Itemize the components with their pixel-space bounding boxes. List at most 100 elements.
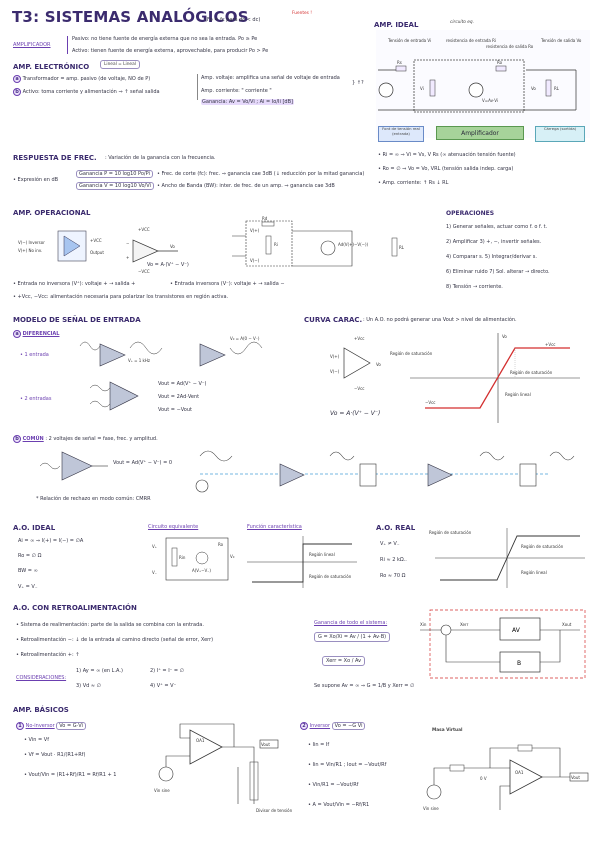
svg-text:Xerr: Xerr — [460, 622, 469, 627]
basicos-title: AMP. BÁSICOS — [13, 706, 69, 714]
svg-text:V=Av·Vi: V=Av·Vi — [482, 98, 498, 103]
inversor-gain: Vo = −G Vi — [331, 722, 366, 730]
number-2: 2 — [300, 722, 308, 730]
curva-title: CURVA CARAC. — [304, 316, 363, 324]
inv-vout: Vout — [571, 775, 580, 780]
inv-eq-2: • Iin = Vin/R1 ; Iout = −Vout/Rf — [308, 762, 387, 768]
lineal-label: Lineal = Lineal — [100, 60, 140, 70]
no-inversor-heading: 1 No-inversor Vo = G·Vi — [16, 722, 86, 730]
svg-text:Vo: Vo — [170, 244, 175, 249]
ao-ideal-sat-label: Región de saturación — [309, 574, 352, 579]
ganancia-v: Ganancia V = 10 log10 Vo/Vi — [76, 182, 154, 191]
svg-text:Vo: Vo — [502, 334, 507, 339]
modelo-eq-1: Vout = Ad(V⁺ − V⁻) — [158, 381, 207, 387]
operacional-bullet-1: • Entrada no inversora (V⁺): voltaje + →… — [13, 281, 136, 287]
svg-text:Rd: Rd — [262, 216, 268, 221]
comun-eq: Vout = Ad(V⁺ − V⁻) = 0 — [113, 460, 173, 466]
funcion-caracteristica-label: Función característica — [247, 524, 302, 530]
svg-text:Ad(V(+)−V(−)): Ad(V(+)−V(−)) — [338, 242, 369, 247]
inversor-circuit: OA1 Vin sine Vout 0 V — [423, 744, 589, 811]
operacion-4: 6) Eliminar ruido 7) Sol. alterar → dire… — [446, 269, 550, 275]
svg-text:V₀: V₀ — [230, 554, 235, 559]
ao-ideal-equivalent: V₊ V₋ Rin A(V₊−V₋) Ro V₀ — [152, 537, 235, 581]
comun-signal-chain — [195, 450, 575, 493]
svg-text:V₀ = A(0 − V⁻): V₀ = A(0 − V⁻) — [230, 336, 260, 341]
curva-formula: Vo = A·(V⁺ − V⁻) — [330, 410, 381, 417]
number-b: b — [13, 88, 21, 96]
side-corriente: Amp. corriente: " corriente " — [201, 88, 272, 94]
svg-text:0 V: 0 V — [480, 776, 487, 781]
consid-4: 4) V⁺ = V⁻ — [150, 683, 177, 689]
amplificador-pasivo: Pasivo: no tiene fuente de energía exter… — [72, 36, 258, 42]
retro-block-diagram: AV B Xerr Xin Xout — [420, 609, 586, 679]
box-fuente: Font de tensión real (entrada) — [378, 126, 424, 142]
ao-ideal-prop-4: V₊ = V₋ — [18, 584, 38, 590]
opamp-formula: Vo = A·(V⁺ − V⁻) — [147, 262, 189, 268]
side-bracket — [197, 74, 349, 100]
opamp-diagrams: V(−) Inversor V(+) No inv. +VCC Output −… — [18, 227, 178, 274]
amp-ideal-rule-3: • Amp. corriente: ↑ Rs ↓ RL — [378, 180, 449, 186]
ao-real-prop-3: Ro ≈ 70 Ω — [380, 573, 406, 579]
ganancia-sistema-formula: G = Xo/Xi = Av / (1 + Av·B) — [314, 632, 391, 643]
svg-text:Rin: Rin — [179, 555, 186, 560]
opamp-equivalent-circuit: V(+) V(−) Ri Ad(V(+)−V(−)) Rd RL — [232, 216, 405, 267]
no-inv-eq-2: • Vf = Vout · R1/(R1+Rf) — [24, 752, 86, 758]
ao-real-prop-2: Ri ≈ 2 kΩ.. — [380, 557, 407, 563]
svg-text:Output: Output — [90, 250, 104, 255]
dos-entradas: • 2 entradas — [20, 396, 52, 402]
supone-note: Se supone Av = ∞ ⇒ G = 1/B y Xerr = ∅ — [314, 683, 415, 689]
no-inv-chip-label: OA1 — [196, 738, 205, 743]
svg-text:Ri: Ri — [274, 242, 278, 247]
svg-text:A(V₊−V₋): A(V₊−V₋) — [192, 568, 211, 573]
cmrr-note: * Relación de rechazo en modo común: CMR… — [36, 496, 151, 502]
item-a-text: Transformador = amp. pasivo (de voltaje,… — [22, 76, 151, 82]
inv-eq-4: • A = Vout/Vin = −Rf/R1 — [308, 802, 370, 808]
operacion-5: 8) Tensión → corriente. — [446, 284, 503, 290]
sat-pos-label: Región de saturación — [390, 351, 433, 356]
box-amplificador: Amplificador — [436, 126, 524, 140]
ao-real-sat1: Región de saturación — [429, 530, 472, 535]
amplificador-label: AMPLIFICADOR — [13, 42, 51, 48]
svg-text:+Vcc: +Vcc — [545, 342, 556, 347]
item-b-text: Activo: toma corriente y alimentación ⇒ … — [22, 89, 160, 95]
operacion-1: 1) Generar señales, actuar como f. o f. … — [446, 224, 548, 230]
ganancia-formula: Ganancia: Av = Vo/Vi ; Ai = Io/Ii [dB] — [201, 99, 294, 106]
amp-operacional-title: AMP. OPERACIONAL — [13, 209, 91, 217]
retro-bullet-2: • Retroalimentación −: ↓ de la entrada a… — [16, 637, 214, 643]
respuesta-text: : Variación de la ganancia con la frecue… — [105, 155, 216, 161]
vcc-pos-label: +Vcc — [354, 336, 365, 341]
svg-text:−Vcc: −Vcc — [425, 400, 436, 405]
svg-text:Rs: Rs — [397, 60, 402, 65]
label-ri: resistencia de entrada Ri — [446, 38, 496, 43]
modelo-eq-2: Vout = 2Ad·Vent — [158, 394, 200, 400]
consid-3: 3) Vd ≈ ∅ — [76, 683, 102, 689]
una-entrada: • 1 entrada — [20, 352, 49, 358]
respuesta-title: RESPUESTA DE FREC. — [13, 154, 97, 162]
modelo-title: MODELO DE SEÑAL DE ENTRADA — [13, 316, 141, 324]
inv-eq-3: • Vin/R1 = −Vout/Rf — [308, 782, 359, 788]
inv-eq-1: • Iin = If — [308, 742, 330, 748]
amplificador-activo: Activo: tienen fuente de energía externa… — [72, 48, 269, 54]
operacional-bullet-3: • +Vcc, −Vcc: alimentación necesaria par… — [13, 294, 229, 300]
brace — [67, 36, 68, 54]
svg-text:V(+) No inv.: V(+) No inv. — [18, 248, 42, 253]
svg-text:V(+): V(+) — [250, 228, 260, 233]
svg-text:Vi: Vi — [420, 86, 424, 91]
amp-ideal-circuit: Tensión de entrada Vi resistencia de ent… — [376, 30, 590, 138]
sat-neg-label: Región de saturación — [510, 370, 553, 375]
svg-text:Ro: Ro — [497, 60, 503, 65]
no-inv-eq-1: • Vin = Vf — [24, 737, 49, 743]
svg-text:Vo: Vo — [376, 362, 381, 367]
amp-ideal-note: circuito eq. — [450, 20, 475, 25]
svg-text:RL: RL — [554, 86, 560, 91]
comun-opamp — [39, 451, 108, 481]
ao-ideal-prop-2: Ro = ∅ Ω — [18, 553, 42, 559]
comun-label: COMÚN — [22, 436, 44, 442]
amp-ideal-rule-2: • Ro = ∅ ⇒ Vo = Vo, VRL (tensión salida … — [378, 166, 514, 172]
no-inv-divisor: Divisor de tensión — [256, 808, 293, 813]
svg-text:V(−): V(−) — [330, 369, 340, 374]
lineal-label-curve: Región lineal — [505, 392, 531, 397]
ao-real-title: A.O. REAL — [376, 524, 416, 532]
amp-electronico-title: AMP. ELECTRÓNICO — [13, 63, 90, 71]
consideraciones-label: CONSIDERACIONES: — [16, 675, 67, 681]
